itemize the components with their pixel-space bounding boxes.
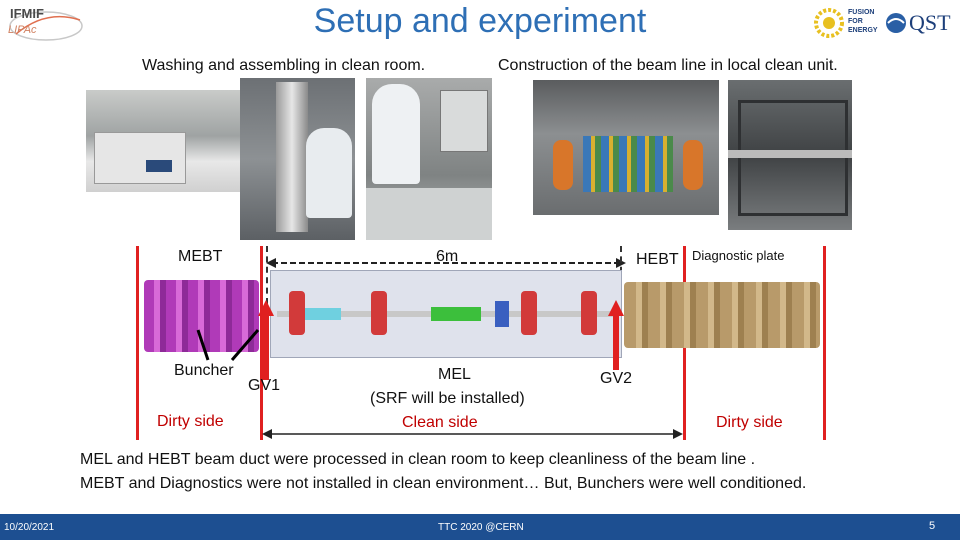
mel-magnet-2 <box>371 291 387 335</box>
dirty-side-right-label: Dirty side <box>716 414 783 431</box>
mel-blue-element <box>495 301 509 327</box>
mel-cyan-pipe <box>301 308 341 320</box>
page-number: 5 <box>929 520 936 532</box>
clean-suit-worker <box>306 128 352 218</box>
hebt-label: HEBT <box>636 251 679 268</box>
work-table <box>366 188 492 240</box>
beam-pipe-part <box>276 82 308 232</box>
qst-logo: QST <box>884 8 956 38</box>
mebt-dashed-line <box>266 246 268 356</box>
clean-room-caption: Washing and assembling in clean room. <box>142 57 426 74</box>
dirty-boundary-left-line <box>136 246 139 440</box>
mel-green-cavity <box>431 307 481 321</box>
assembly-table-photo <box>366 78 492 240</box>
orange-magnet-1 <box>553 140 573 190</box>
qst-logo-text: QST <box>909 10 951 35</box>
fusion-logo-text: FUSION FOR ENERGY <box>848 9 878 34</box>
washing-photo <box>86 90 242 192</box>
note-line-1: MEL and HEBT beam duct were processed in… <box>80 451 756 468</box>
footer-date: 10/20/2021 <box>4 522 55 533</box>
beam-pipe-2 <box>728 150 852 158</box>
footer-bar <box>0 514 960 540</box>
assembling-photo <box>240 78 355 240</box>
clean-side-label: Clean side <box>402 414 478 431</box>
clean-unit-caption: Construction of the beam line in local c… <box>498 57 838 74</box>
mel-magnet-1 <box>289 291 305 335</box>
washing-display <box>146 160 172 172</box>
length-label: 6m <box>436 248 459 265</box>
support-frame <box>738 100 848 216</box>
mebt-label: MEBT <box>178 248 223 265</box>
hebt-section <box>624 282 820 348</box>
ifmif-logo-text: IFMIF <box>10 6 44 21</box>
ifmif-logo-graphic <box>9 11 83 41</box>
footer-event: TTC 2020 @CERN <box>438 522 524 533</box>
buncher-label: Buncher <box>174 362 234 379</box>
clean-boundary-left-line <box>260 246 263 440</box>
beamline-construction-photo-2 <box>728 80 852 230</box>
blue-cables <box>583 136 673 192</box>
srf-label: (SRF will be installed) <box>370 390 525 407</box>
clean-side-arrow <box>262 429 683 439</box>
gv2-label: GV2 <box>600 370 633 387</box>
diagnostic-plate-label: Diagnostic plate <box>692 248 785 263</box>
note-line-2: MEBT and Diagnostics were not installed … <box>80 475 807 492</box>
dirty-boundary-right-line <box>823 246 826 440</box>
mel-magnet-4 <box>581 291 597 335</box>
mel-magnet-3 <box>521 291 537 335</box>
equipment-box <box>440 90 488 152</box>
gv2-arrow <box>608 300 624 370</box>
clean-suit-worker-2 <box>372 84 420 184</box>
washing-machine <box>94 132 186 184</box>
mel-label: MEL <box>438 366 471 383</box>
dirty-side-left-label: Dirty side <box>157 413 224 430</box>
orange-magnet-2 <box>683 140 703 190</box>
gv1-arrow <box>258 300 274 380</box>
beamline-construction-photo-1 <box>533 80 719 215</box>
length-arrow <box>266 258 626 268</box>
fusion-sun-icon <box>814 8 844 38</box>
gv1-label: GV1 <box>248 377 281 394</box>
buncher-arrows <box>196 329 260 361</box>
ifmif-logo: IFMIF LIPAc <box>6 4 86 44</box>
lipac-logo-text: LIPAc <box>8 24 37 36</box>
slide-title: Setup and experiment <box>313 2 647 40</box>
mel-section <box>270 270 622 358</box>
fusion-for-energy-logo: FUSION FOR ENERGY <box>812 6 882 40</box>
qst-globe-icon <box>886 13 906 33</box>
